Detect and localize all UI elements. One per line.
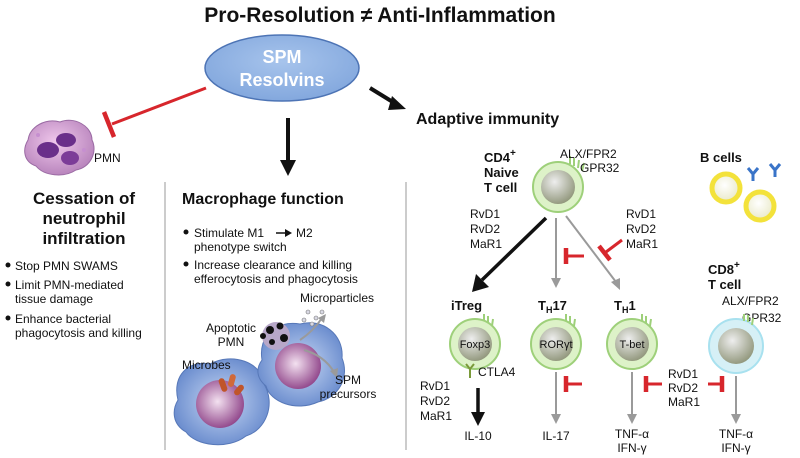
foxp3-marker: Foxp3 — [460, 339, 491, 351]
th1-mediator-rvd1: RvD1 — [668, 367, 698, 381]
mediator-rvd1-left: RvD1 — [470, 207, 500, 221]
page-title: Pro-Resolution ≠ Anti-Inflammation — [204, 4, 555, 27]
itreg-mediator-rvd1: RvD1 — [420, 379, 450, 393]
spm-precursors-line1: SPM — [335, 373, 361, 387]
microbes-label: Microbes — [182, 358, 231, 372]
middle-bullet-2-line1: Increase clearance and killing — [194, 258, 352, 272]
left-heading-line1: Cessation of — [33, 189, 135, 208]
arrow-to-adaptive — [368, 86, 406, 110]
inhibit-th17-icon — [563, 248, 584, 264]
antibody-icon — [746, 163, 782, 181]
middle-bullet-2-line2: efferocytosis and phagocytosis — [194, 272, 358, 286]
cd8-t-cell — [708, 314, 764, 374]
cd8-tcell-label: T cell — [708, 277, 741, 292]
rorgt-marker: RORγt — [540, 339, 573, 351]
bullet-dot — [5, 262, 11, 268]
middle-bullet-1-line2: phenotype switch — [194, 240, 287, 254]
th1-cell — [606, 314, 658, 370]
cd4-tcell-label: T cell — [484, 180, 517, 195]
arrow-to-th17 — [551, 218, 561, 288]
mediator-mar1-left: MaR1 — [470, 237, 502, 251]
apoptotic-pmn-cluster — [260, 322, 290, 350]
center-label-line1: SPM — [262, 47, 301, 67]
receptor-alx-top: ALX/FPR2 — [560, 147, 617, 161]
bullet-dot — [183, 261, 189, 267]
curved-arrows — [299, 314, 338, 378]
itreg-mediator-rvd2: RvD2 — [420, 394, 450, 408]
b-cells-icon — [709, 171, 777, 223]
middle-heading: Macrophage function — [182, 191, 344, 208]
th1-output-tnf: TNF-α — [615, 427, 649, 441]
mediator-mar1-red: MaR1 — [626, 237, 658, 251]
microbes-icon — [218, 374, 244, 396]
arrow-th17-output — [551, 372, 561, 424]
inhibit-th1-icon — [597, 238, 623, 262]
adaptive-heading: Adaptive immunity — [416, 111, 559, 128]
left-bullet-2-line1: Limit PMN-mediated — [15, 278, 124, 292]
middle-bullet-list: Stimulate M1 M2 phenotype switch Increas… — [183, 226, 358, 286]
apoptotic-label-line1: Apoptotic — [206, 321, 256, 335]
macrophage-left — [173, 358, 270, 446]
inhibit-pmn-arrow — [101, 86, 207, 138]
inhibit-th17-output-icon — [563, 376, 582, 392]
th17-label: TH17 — [538, 298, 567, 315]
arrow-to-th1 — [565, 215, 620, 290]
arrow-to-itreg — [472, 216, 548, 292]
mediator-rvd2-left: RvD2 — [470, 222, 500, 236]
inhibit-th1-output-icon — [643, 376, 662, 392]
naive-t-cell — [532, 156, 585, 213]
th17-output: IL-17 — [542, 429, 570, 443]
microparticles-label: Microparticles — [300, 291, 374, 305]
th1-output-ifn: IFN-γ — [617, 441, 646, 455]
tbet-marker: T-bet — [619, 339, 644, 351]
bullet-dot — [183, 229, 189, 235]
itreg-mediator-mar1: MaR1 — [420, 409, 452, 423]
pmn-label: PMN — [94, 151, 121, 165]
cd8-output-ifn: IFN-γ — [721, 441, 750, 455]
left-heading-line3: infiltration — [42, 229, 125, 248]
cd4-label: CD4+ — [484, 148, 516, 165]
middle-bullet-1-before: Stimulate M1 — [194, 226, 264, 240]
ctla4-label: CTLA4 — [478, 365, 516, 379]
th1-label: TH1 — [614, 298, 636, 315]
arrow-itreg-output — [471, 388, 485, 426]
receptor-gpr32-top: GPR32 — [580, 161, 620, 175]
right-arrow-icon — [276, 229, 292, 237]
microparticles-dots — [301, 309, 325, 327]
cd4-naive-label: Naive — [484, 165, 519, 180]
cd8-label: CD8+ — [708, 260, 740, 277]
left-bullet-1: Stop PMN SWAMS — [15, 259, 118, 273]
mediator-rvd1-red: RvD1 — [626, 207, 656, 221]
bullet-dot — [5, 315, 11, 321]
center-label-line2: Resolvins — [239, 70, 324, 90]
th1-mediator-mar1: MaR1 — [668, 395, 700, 409]
left-bullet-3-line2: phagocytosis and killing — [15, 326, 142, 340]
spm-precursors-line2: precursors — [320, 387, 377, 401]
th1-mediator-rvd2: RvD2 — [668, 381, 698, 395]
middle-bullet-1-after: M2 — [296, 226, 313, 240]
arrow-th1-output — [627, 372, 637, 424]
ctla4-receptor-icon — [465, 363, 475, 378]
b-cells-label: B cells — [700, 150, 742, 165]
th17-cell — [530, 314, 582, 370]
spm-resolvins-node: SPM Resolvins — [204, 34, 360, 102]
bullet-dot — [5, 281, 11, 287]
cd8-output-tnf: TNF-α — [719, 427, 753, 441]
left-heading-line2: neutrophil — [42, 209, 125, 228]
left-bullet-2-line2: tissue damage — [15, 292, 93, 306]
itreg-cell — [449, 314, 501, 370]
receptor-alx-cd8: ALX/FPR2 — [722, 294, 779, 308]
apoptotic-label-line2: PMN — [218, 335, 245, 349]
left-bullet-3-line1: Enhance bacterial — [15, 312, 111, 326]
arrow-cd8-output — [731, 376, 741, 424]
pmn-cell — [24, 119, 95, 176]
inhibit-cd8-output-icon — [708, 376, 725, 392]
left-bullet-list: Stop PMN SWAMS Limit PMN-mediated tissue… — [5, 259, 142, 340]
mediator-rvd2-red: RvD2 — [626, 222, 656, 236]
arrow-to-macrophage — [280, 118, 296, 176]
itreg-output: IL-10 — [464, 429, 492, 443]
itreg-label: iTreg — [451, 298, 482, 313]
